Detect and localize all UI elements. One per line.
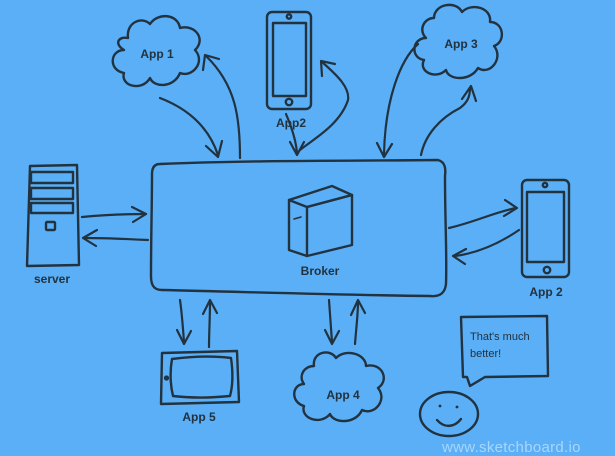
connector-arrows <box>80 42 521 349</box>
smiley-face-icon <box>418 390 480 438</box>
app3-label: App 3 <box>444 37 478 51</box>
app2-top-label: App2 <box>276 116 306 130</box>
app1-label: App 1 <box>140 47 174 61</box>
cloud-app3-icon[interactable] <box>413 3 503 80</box>
speech-bubble-text: That's much better! <box>470 329 548 363</box>
app2-right-label: App 2 <box>529 285 563 299</box>
app4-label: App 4 <box>326 388 360 402</box>
speech-bubble-line1: That's much <box>470 331 530 343</box>
phone-top-icon[interactable] <box>265 10 313 111</box>
app5-label: App 5 <box>182 410 216 424</box>
broker-cube-icon <box>287 184 354 258</box>
broker-box[interactable] <box>149 158 448 298</box>
server-icon[interactable] <box>25 163 81 268</box>
watermark[interactable]: www.sketchboard.io <box>442 439 581 456</box>
tv-icon[interactable] <box>159 349 241 406</box>
speech-bubble-line2: better! <box>470 348 502 360</box>
speech-bubble <box>459 314 550 388</box>
broker-label: Broker <box>300 264 340 278</box>
cloud-app1-icon[interactable] <box>111 15 201 88</box>
phone-right-icon[interactable] <box>520 178 571 279</box>
server-label: server <box>33 272 71 286</box>
cloud-app4-icon[interactable] <box>293 351 385 423</box>
